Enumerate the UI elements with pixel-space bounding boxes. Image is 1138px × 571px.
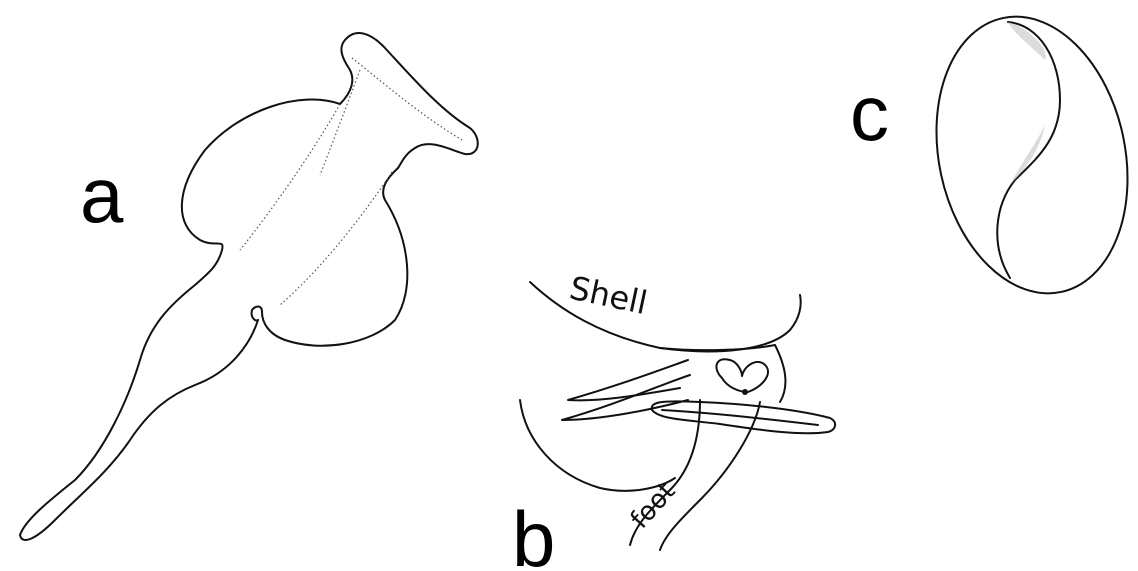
panel-a-body-right <box>252 168 408 346</box>
panel-c-outline <box>912 0 1138 311</box>
panel-a-body-left <box>20 100 340 540</box>
panel-b-drawing <box>520 282 835 550</box>
panel-c-drawing <box>912 0 1138 311</box>
panel-b-letter: b <box>512 495 555 571</box>
panel-c-suture <box>997 22 1060 278</box>
panel-a-letter: a <box>80 151 124 239</box>
panel-c-letter: c <box>850 69 889 157</box>
panel-b-organ <box>716 359 768 392</box>
panel-a-drawing <box>20 33 478 540</box>
panel-b-foot-label: foot <box>625 477 682 535</box>
panel-b-shell-label: Shell <box>566 269 650 322</box>
panel-a-rim <box>340 33 478 168</box>
